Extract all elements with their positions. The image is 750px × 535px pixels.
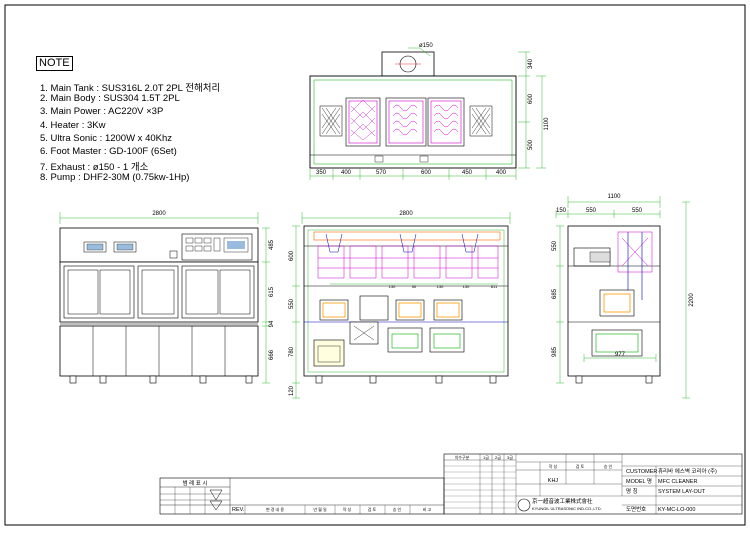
dimension-label: 350 (316, 170, 327, 176)
company-name-korean: 京一超音波工業株式會社 (532, 497, 593, 505)
drawer-name: KHJ (548, 478, 559, 484)
dimension-label: 130 (463, 284, 470, 289)
sheet-border (4, 4, 746, 526)
front-view: 2800 (59, 211, 275, 384)
legend-header: 범 례 표 시 (183, 479, 208, 487)
top-view-total-depth: 1100 (544, 117, 550, 131)
rev-label: REV. (232, 507, 245, 513)
tolerance-header-cell: 치수구분 (455, 454, 470, 460)
dimension-label: 400 (341, 170, 352, 176)
tolerance-header-cell: 2급 (495, 455, 501, 460)
note-item: 2. Main Body : SUS304 1.5T 2PL (40, 93, 180, 105)
dimension-label: 666 (269, 349, 275, 360)
section-view: 2800 (289, 211, 511, 399)
dimension-label: 570 (376, 170, 387, 176)
front-view-right-dimensions: 485 615 94 666 (269, 239, 275, 360)
dimension-label: 485 (269, 239, 275, 250)
dimension-label: 600 (421, 170, 432, 176)
dimension-label: 130 (389, 284, 396, 289)
title-label: 명 칭 (626, 487, 638, 495)
company-logo-icon (517, 498, 531, 512)
dimension-label: 500 (528, 139, 534, 150)
dimension-label: 615 (269, 286, 275, 297)
approval-header-cell: 작 성 (549, 463, 558, 469)
dimension-label: 130 (437, 284, 444, 289)
dimension-label: 685 (552, 288, 558, 299)
model-value: MFC CLEANER (658, 479, 697, 485)
revision-column-header: 변 경 내 용 (266, 506, 284, 512)
top-view: 350 400 570 600 450 400 340 600 500 1100 ø150 (309, 43, 550, 180)
side-view-total-height: 2200 (689, 293, 695, 307)
approval-header-cell: 승 인 (604, 463, 613, 469)
dimension-label: 450 (462, 170, 473, 176)
note-item: 8. Pump : DHF2-30M (0.75kw-1Hp) (40, 172, 190, 184)
revision-column-header: 비 고 (423, 506, 432, 512)
dimension-label: 550 (586, 208, 597, 214)
side-view-tank-width: 977 (615, 352, 626, 358)
front-view-width-dimension: 2800 (152, 211, 166, 217)
section-view-width-dimension: 2800 (399, 211, 413, 217)
note-item: 1. Main Tank : SUS316L 2.0T 2PL 전해처리 (40, 83, 221, 94)
note-item: 4. Heater : 3Kw (40, 119, 106, 131)
dimension-label: 985 (552, 346, 558, 357)
dimension-label: 780 (289, 346, 295, 357)
dimension-label: 150 (556, 208, 567, 214)
customer-label: CUSTOMER (626, 469, 657, 475)
note-item: 5. Ultra Sonic : 1200W x 40Khz (40, 132, 173, 144)
tolerance-table-header: 치수구분 1급 2급 3급 (455, 454, 514, 460)
top-view-right-dimensions: 340 600 500 (528, 58, 534, 150)
section-view-left-dimensions: 600 550 780 120 (289, 250, 295, 396)
note-item: 6. Foot Master : GD-100F (6Set) (40, 146, 177, 157)
dimension-label: 550 (289, 298, 295, 309)
revision-column-header: 검 토 (368, 506, 377, 512)
dimension-label: 120 (289, 385, 295, 396)
side-view-left-dimensions: 550 685 985 (552, 240, 558, 357)
revision-column-header: 승 인 (393, 506, 402, 512)
dimension-label: 600 (528, 93, 534, 104)
dimension-label: 94 (269, 320, 275, 327)
side-view-width-dimension: 1100 (608, 194, 622, 200)
revision-column-header: 년 월 일 (313, 506, 327, 512)
company-name-english: KYUNGIL ULTRASONIC IND.CO.,LTD. (532, 506, 602, 511)
dimension-label: 340 (528, 58, 534, 69)
dimension-label: 811 (491, 284, 498, 289)
top-view-bottom-dimensions: 350 400 570 600 450 400 (316, 170, 507, 176)
model-label: MODEL 명 (626, 478, 652, 485)
note-heading: NOTE (36, 56, 73, 71)
title-value: SYSTEM LAY-OUT (658, 489, 706, 495)
tolerance-header-cell: 3급 (507, 455, 513, 460)
note-item: 7. Exhaust : ø150 - 1 개소 (40, 162, 149, 174)
dimension-label: 50 (412, 284, 417, 289)
revision-column-header: 작 성 (343, 506, 352, 512)
drawing-number-label: 도면번호 (626, 505, 646, 513)
note-item: 3. Main Power : AC220V ×3P (40, 106, 164, 118)
customer-value: 휴리바 에스벽 코리아 (주) (658, 467, 717, 475)
section-view-inner-dimensions: 130 50 130 130 811 (389, 284, 498, 289)
dimension-label: 550 (632, 208, 643, 214)
tolerance-header-cell: 1급 (483, 455, 489, 460)
exhaust-diameter-label: ø150 (419, 43, 433, 49)
side-view-top-dimensions: 150 550 550 (556, 208, 643, 214)
dimension-label: 400 (496, 170, 507, 176)
dimension-label: 550 (552, 240, 558, 251)
approval-header-cell: 검 토 (576, 463, 585, 469)
drawing-number-value: KY-MC-LO-000 (658, 507, 695, 513)
dimension-label: 600 (289, 250, 295, 261)
